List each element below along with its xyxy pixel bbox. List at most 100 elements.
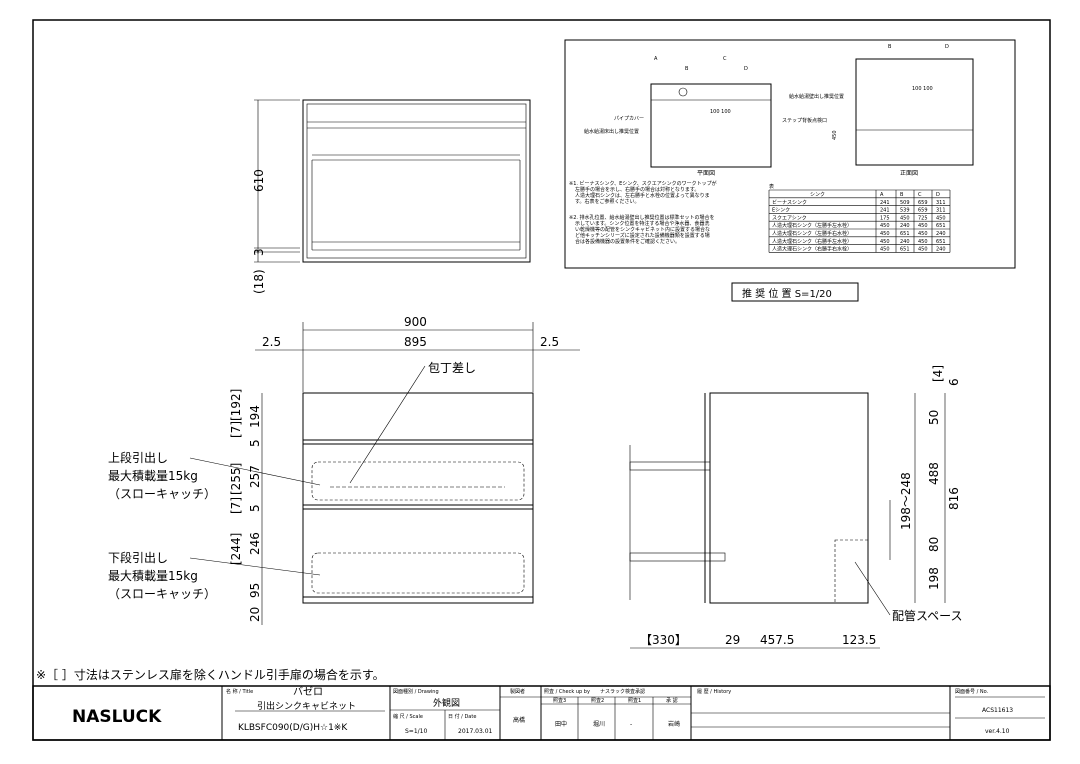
dim-450: 450 [832,130,838,140]
table-cell: 人造大理石シンク（左勝手右水栓） [772,230,852,237]
table-cell: 651 [900,231,910,237]
table-header-cell: D [936,192,940,198]
note-line: ど他キッチンシリーズに設定された設備機器類を設置する場 [575,232,710,239]
dim-330: 【330】 [640,633,687,647]
check-column-label: 承 認 [666,697,678,704]
plan-view-label: 平面図 [697,170,715,177]
table-cell: 241 [880,208,890,214]
dim-895: 895 [404,335,427,349]
checker-name: 田中 [555,720,567,728]
table-cell: 240 [936,247,946,253]
vdim: 5 [248,439,262,447]
vdim: 488 [927,462,941,485]
check-label: 照査 / Check up by [544,688,590,695]
piping-space-label: 配管スペース [892,608,963,623]
dim-2-5-left: 2.5 [262,335,281,349]
letter-b: B [685,66,689,72]
check-note: ナスラック検査承認 [600,688,645,695]
table-cell: 450 [900,215,910,221]
floor-outlet-label: 給水給湯床出し推奨位置 [584,128,639,135]
table-header-cell: シンク [810,192,825,198]
table-cell: 651 [936,239,946,245]
product-name: 引出シンクキャビネット [257,700,356,712]
checker-name: - [630,721,632,728]
checker-name: 岩崎 [668,720,680,728]
table-cell: 240 [936,231,946,237]
drawn-by: 高橋 [513,716,525,724]
dim-2-5-right: 2.5 [540,335,559,349]
table-cell: 450 [918,239,928,245]
table-cell: 240 [900,223,910,229]
version: ver.4.10 [985,728,1010,735]
table-cell: 450 [880,231,890,237]
sheet-border [32,19,1051,741]
dim-900: 900 [404,315,427,329]
table-header-cell: C [918,192,922,198]
table-cell: 509 [900,200,910,206]
vdim: 50 [927,410,941,425]
drawing-no-label: 図面番号 / No. [955,688,989,695]
check-column-label: 照査1 [628,697,641,704]
lower-drawer-catch: （スローキャッチ） [108,587,216,601]
table-cell: 450 [918,231,928,237]
dim-29: 29 [725,633,740,647]
vdim: 257 [248,465,262,488]
pipe-cover-label: パイプカバー [614,116,644,122]
table-cell: 人造大理石シンク（右勝手右水栓） [772,246,852,253]
table-cell: 450 [880,239,890,245]
vdim: 80 [927,537,941,552]
letter-c: C [723,56,727,62]
table-cell: 人造大理石シンク（左勝手左水栓） [772,222,852,229]
check-column-label: 照査2 [591,697,604,704]
series-name: バゼロ [293,686,323,698]
recommend-position-panel: A B C D 100 100 パイプカバー 給水給湯床出し推奨位置 平面図 B… [564,39,1016,269]
table-cell: スクエアシンク [772,215,807,221]
step-hole-label: ステップ背板点検口 [782,117,827,124]
dim-100-100: 100 100 [912,86,933,92]
vdim: [244] [229,533,243,565]
upper-drawer-catch: （スローキャッチ） [108,487,216,501]
title-block: NASLUCK 名 称 / Title バゼロ 引出シンクキャビネット KLBS… [32,685,1051,741]
lower-drawer-label: 下段引出し [108,550,168,565]
vdim: [4] [931,365,945,382]
table-cell: ビーナスシンク [772,199,807,206]
dim-610: 610 [252,169,266,192]
vdim: 95 [248,583,262,598]
table-cell: 311 [936,208,946,214]
check-column-label: 照査3 [553,697,566,704]
table-cell: 311 [936,200,946,206]
table-cell: 450 [918,223,928,229]
dim-18: (18) [252,269,266,294]
recommend-caption: 推 奨 位 置 S=1/20 [742,287,832,300]
table-title: 表 [769,183,774,190]
vdim: 246 [248,532,262,555]
top-view: 610 3 (18) [252,99,531,294]
letter-a: A [654,56,658,62]
table-cell: 450 [880,247,890,253]
dim-123-5: 123.5 [842,633,876,647]
table-cell: 725 [918,215,928,221]
table-cell: 人造大理石シンク（右勝手左水栓） [772,238,852,245]
vdim: 5 [248,504,262,512]
drawing-label: 図面種別 / Drawing [393,688,439,695]
letter-b: B [888,44,892,50]
side-view: 配管スペース 【330】 29 457.5 123.5 [4] 6 50 488… [629,365,963,649]
table-cell: 659 [918,208,928,214]
vdim: [7] [229,497,243,514]
letter-d: D [945,44,949,50]
note-line: 合は各設備機器の設置条件をご確認ください。 [575,238,680,245]
note-line: 人造大理石シンクは、左右勝手と水栓の位置よって異なりま [575,192,710,199]
table-cell: 450 [936,215,946,221]
title-label: 名 称 / Title [226,688,253,695]
drawing-type: 外観図 [433,697,460,709]
table-header-cell: A [880,192,884,198]
note-line: 示しています。シンク位置を特注する場合や浄水器、食器洗 [575,220,709,227]
table-cell: 651 [900,247,910,253]
table-cell: 651 [936,223,946,229]
vdim: 6 [947,378,961,386]
drawn-by-label: 製図者 [510,688,525,695]
